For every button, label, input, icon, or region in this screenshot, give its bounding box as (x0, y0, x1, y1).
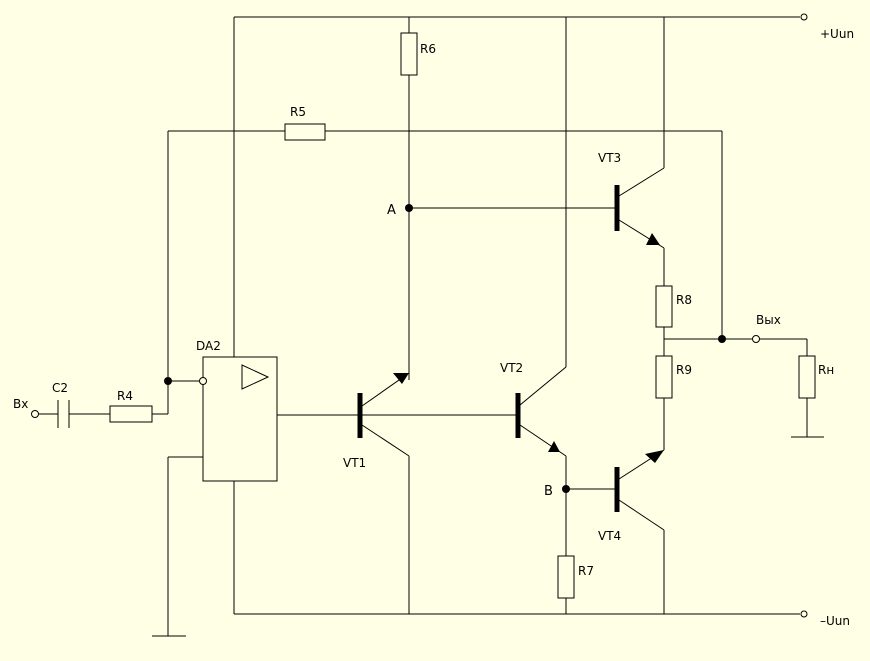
wires (38, 17, 824, 637)
inverting-input-circle (199, 377, 207, 385)
opamp-da2 (199, 356, 278, 482)
resistor-r5 (284, 123, 326, 141)
vt4-label: VT4 (598, 529, 621, 543)
resistor-rload (798, 355, 816, 399)
resistor-r6 (400, 32, 418, 76)
vt1-label: VT1 (343, 456, 366, 470)
vt3-label: VT3 (598, 151, 621, 165)
r4-label: R4 (117, 389, 133, 403)
resistor-r8 (655, 285, 673, 328)
node-b-label: B (544, 484, 553, 499)
resistor-r9 (655, 355, 673, 399)
resistor-r4 (109, 405, 153, 423)
transistor-vt1 (357, 372, 410, 457)
junction-input (164, 377, 172, 385)
capacitor-c2 (57, 400, 70, 428)
vee-terminal (800, 610, 808, 618)
r5-label: R5 (290, 105, 306, 119)
output-label: Bых (756, 313, 781, 327)
output-terminal (752, 335, 760, 343)
r6-label: R6 (420, 42, 436, 56)
input-terminal (31, 410, 39, 418)
node-a-label: A (387, 203, 396, 218)
r7-label: R7 (578, 564, 594, 578)
vt2-label: VT2 (500, 361, 523, 375)
opamp-triangle-icon (241, 364, 270, 390)
junction-output (718, 335, 726, 343)
resistor-r7 (557, 555, 575, 599)
vcc-label: +Uun (820, 27, 854, 41)
junction-b (562, 485, 570, 493)
transistor-vt3 (614, 167, 665, 249)
transistor-vt2 (515, 366, 567, 457)
input-label: Bx (13, 397, 28, 411)
transistor-vt4 (614, 449, 665, 531)
vee-label: –Uun (820, 614, 850, 628)
c2-label: C2 (52, 381, 68, 395)
rload-label: Rн (818, 363, 834, 377)
r8-label: R8 (676, 293, 692, 307)
vcc-terminal (800, 13, 808, 21)
junction-a (405, 204, 413, 212)
r9-label: R9 (676, 363, 692, 377)
da2-label: DA2 (196, 339, 221, 353)
